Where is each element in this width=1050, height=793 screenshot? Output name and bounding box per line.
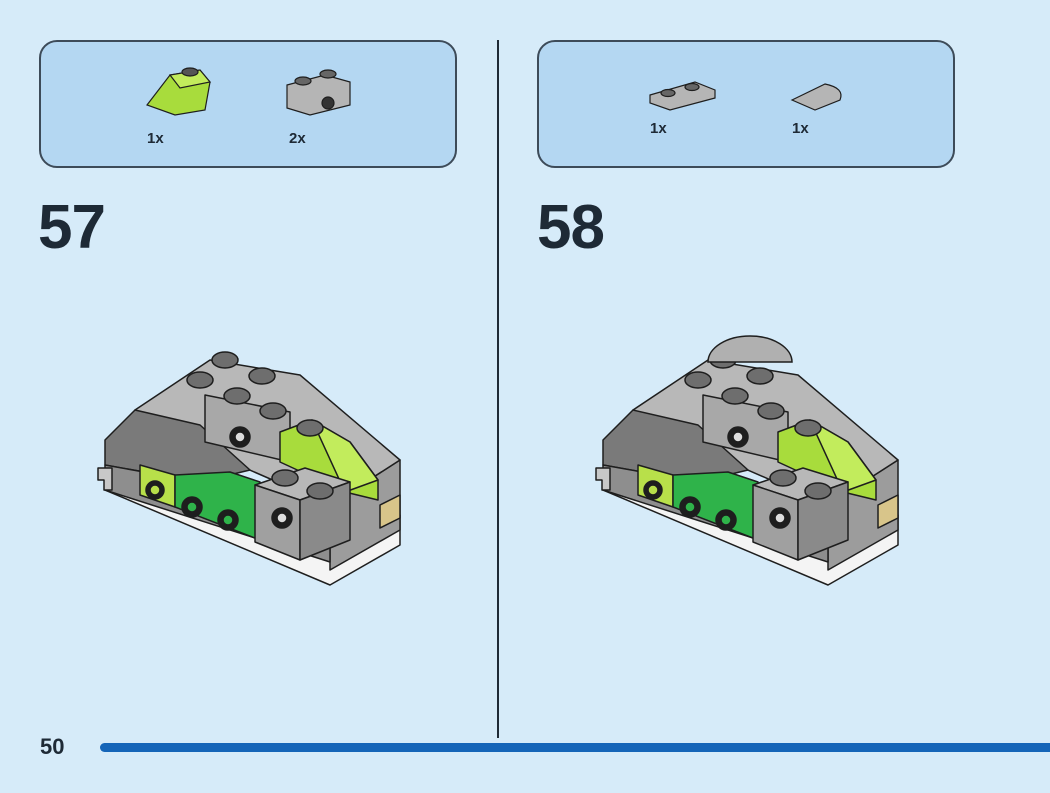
round-tile (707, 335, 793, 363)
page-number: 50 (40, 734, 65, 759)
step-number-58: 58 (537, 193, 605, 262)
part-lime-slope (146, 67, 212, 116)
step-number-57: 57 (38, 193, 106, 262)
part-count: 1x (792, 120, 809, 137)
model-step-57 (97, 351, 401, 586)
parts-callout-step-57: 1x 2x (39, 40, 457, 168)
part-round-tile (790, 83, 842, 111)
model-step-58 (595, 335, 899, 586)
part-gray-plate (649, 81, 716, 111)
part-gray-brick (286, 69, 351, 116)
column-divider (497, 40, 499, 738)
progress-bar (100, 743, 1050, 752)
parts-callout-step-58: 1x 1x (537, 40, 955, 168)
part-count: 1x (147, 130, 164, 147)
part-count: 2x (289, 130, 306, 147)
part-count: 1x (650, 120, 667, 137)
